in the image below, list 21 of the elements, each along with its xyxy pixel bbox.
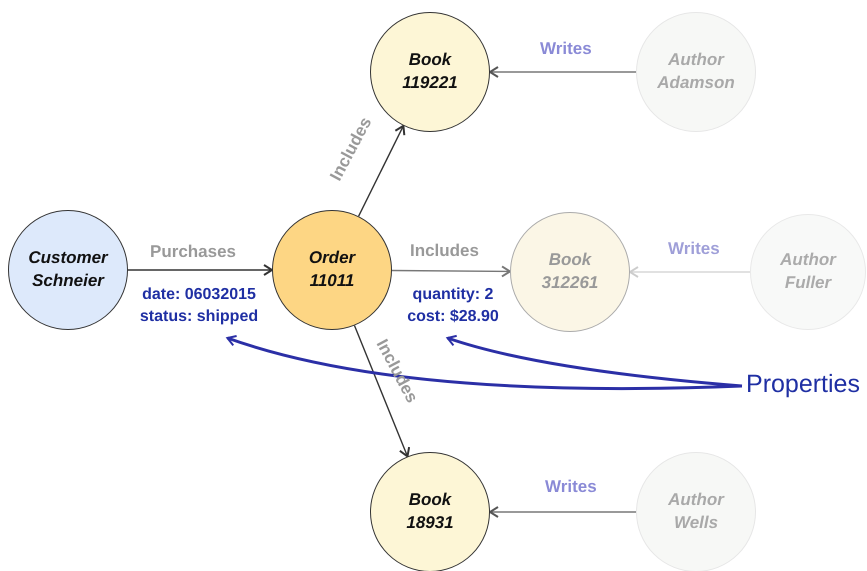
node-label: Book 312261 <box>540 249 600 294</box>
node-label: Order 11011 <box>308 247 357 292</box>
arrow <box>128 264 273 276</box>
node-label: Author Fuller <box>778 249 838 294</box>
arrow <box>489 66 636 78</box>
node-label: Author Wells <box>666 489 726 534</box>
property-text: quantity: 2 <box>412 285 494 305</box>
arrow <box>392 265 511 278</box>
callout-text: Properties <box>744 370 862 402</box>
property-text: status: shipped <box>138 307 260 328</box>
arrow <box>629 266 750 278</box>
node-label: Book 18931 <box>405 489 455 534</box>
node-label: Author Adamson <box>656 49 736 94</box>
arrow <box>358 124 406 217</box>
property-text: date: 06032015 <box>141 285 257 305</box>
node-label: Customer Schneier <box>27 247 110 292</box>
arrow <box>354 325 410 458</box>
arrow <box>489 506 636 518</box>
leader-line <box>446 334 742 388</box>
node-label: Book 119221 <box>401 49 459 94</box>
property-text: cost: $28.90 <box>406 307 500 328</box>
